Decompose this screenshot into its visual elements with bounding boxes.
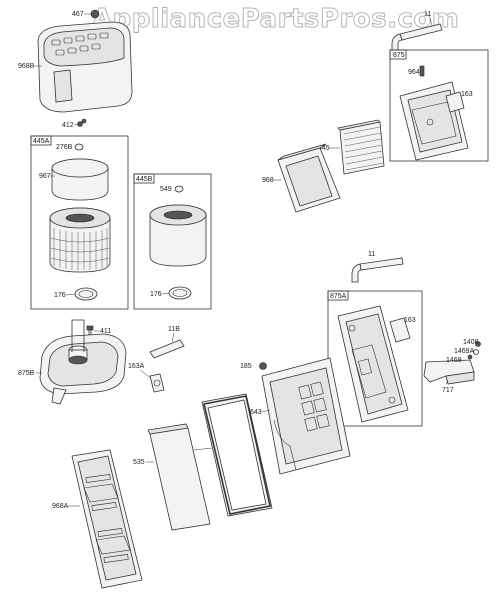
label-968a: 968A <box>52 503 69 510</box>
gasket-163-mid <box>389 317 411 343</box>
label-163-top: 163 <box>461 91 473 98</box>
air-filter-cartridge-445a <box>49 207 111 273</box>
kit-box-445a <box>30 135 129 310</box>
filter-gasket-1453 <box>201 393 273 517</box>
screw-467 <box>90 9 100 19</box>
pre-cleaner-967 <box>51 158 109 201</box>
label-1469a: 1469A <box>454 348 475 355</box>
breather-tube-11-mid <box>351 257 404 283</box>
label-176-a: 176 <box>54 292 66 299</box>
pin-964 <box>419 65 425 77</box>
label-1469: 1469 <box>446 357 462 364</box>
kit-label-875: 875 <box>393 52 405 59</box>
seal-549 <box>174 185 184 193</box>
air-filter-445 <box>337 119 385 175</box>
label-412: 412 <box>62 122 74 129</box>
tube-11b <box>149 339 185 359</box>
air-filter-445b <box>149 204 207 267</box>
label-968: 968 <box>262 177 274 184</box>
grommet-176-a <box>74 287 98 301</box>
mounting-bracket-717 <box>423 359 475 385</box>
label-445: 445 <box>318 145 330 152</box>
kit-label-445b: 445B <box>136 176 153 183</box>
label-276b: 276B <box>56 144 73 151</box>
label-964: 964 <box>408 69 420 76</box>
kit-label-445a: 445A <box>33 138 50 145</box>
label-549: 549 <box>160 186 172 193</box>
nut-412 <box>77 118 87 127</box>
kit-box-875 <box>389 49 489 162</box>
grommet-176-b <box>168 286 192 300</box>
label-11b: 11B <box>168 326 180 333</box>
kit-label-875a: 875A <box>330 293 347 300</box>
label-968b: 968B <box>18 63 35 70</box>
label-411: 411 <box>100 328 111 335</box>
air-cleaner-cover-968a <box>71 449 143 589</box>
seal-276b <box>74 143 84 151</box>
label-643: 643 <box>250 409 262 416</box>
filter-spacer-643 <box>261 357 351 475</box>
kit-box-445b <box>133 173 212 310</box>
nut-1469 <box>467 354 473 360</box>
washer-1469a <box>473 349 479 355</box>
label-11-mid: 11 <box>368 251 375 258</box>
label-176-b: 176 <box>150 291 162 298</box>
label-717: 717 <box>442 387 454 394</box>
label-467: 467 <box>72 11 84 18</box>
grommet-185 <box>259 362 267 370</box>
label-967: 967 <box>39 173 51 180</box>
label-185: 185 <box>240 363 252 370</box>
gasket-163a <box>149 373 165 393</box>
breather-housing-875a <box>337 305 409 423</box>
air-cleaner-base-875b <box>39 319 127 405</box>
label-875b: 875B <box>18 370 35 377</box>
air-cleaner-cover-968 <box>277 143 341 213</box>
label-535: 535 <box>133 459 145 466</box>
label-11-top: 11 <box>424 11 431 18</box>
label-163a: 163A <box>128 363 145 370</box>
label-1408: 1408 <box>463 339 479 346</box>
breather-tube-11-top <box>391 23 443 51</box>
air-cleaner-cover-968b <box>37 21 133 113</box>
screw-1408 <box>475 341 481 347</box>
label-163-mid: 163 <box>404 317 416 324</box>
foam-pre-filter-535 <box>147 423 211 531</box>
gasket-163-top <box>445 91 465 113</box>
watermark: AppliancePartsPros.com <box>92 4 459 34</box>
